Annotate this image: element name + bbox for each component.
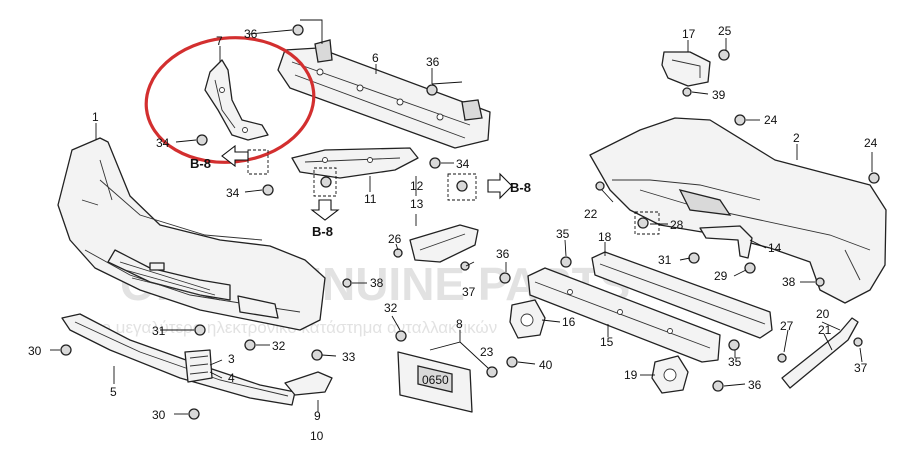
clip-box-right [447, 173, 477, 201]
bracket-part-7[interactable] [204, 59, 269, 141]
callout-14: 14 [768, 241, 782, 255]
callout-17: 17 [682, 27, 696, 41]
callout-32: 32 [272, 339, 286, 353]
callout-3: 3 [228, 352, 235, 366]
callout-15: 15 [600, 335, 614, 349]
cover-part-3-4[interactable] [184, 349, 213, 383]
svg-text:B-8: B-8 [312, 224, 333, 239]
svg-text:B-8: B-8 [510, 180, 531, 195]
callout-12: 12 [410, 179, 424, 193]
spacer-part-14[interactable] [699, 225, 753, 259]
callout-31: 31 [152, 324, 166, 338]
callout-22: 22 [584, 207, 598, 221]
leader-lines [50, 19, 873, 415]
callout-30b: 30 [152, 408, 166, 422]
highlight-circle [144, 36, 316, 164]
callout-37b: 37 [854, 361, 868, 375]
callout-27: 27 [780, 319, 794, 333]
callout-10: 10 [310, 429, 324, 443]
callout-36b: 36 [426, 55, 440, 69]
reference-arrow-down[interactable]: B-8 [310, 199, 340, 239]
callout-7: 7 [216, 34, 223, 48]
callout-9: 9 [314, 409, 321, 423]
callout-5: 5 [110, 385, 117, 399]
front-bumper-part-1[interactable] [57, 137, 326, 331]
plate-part-19[interactable] [651, 355, 689, 394]
callout-24b: 24 [864, 136, 878, 150]
callout-29: 29 [714, 269, 728, 283]
callout-39: 39 [712, 88, 726, 102]
plate-part-16[interactable] [509, 299, 546, 339]
callout-13: 13 [410, 197, 424, 211]
callout-36d: 36 [748, 378, 762, 392]
callout-18: 18 [598, 230, 612, 244]
callout-8: 8 [456, 317, 463, 331]
callout-32b: 32 [384, 301, 398, 315]
rear-bumper-part-2[interactable] [589, 117, 887, 304]
callout-11: 11 [364, 192, 377, 206]
callout-28: 28 [670, 218, 684, 232]
callout-36: 36 [244, 27, 258, 41]
callout-25: 25 [718, 24, 732, 38]
callout-numbers: 1 2 3 4 5 6 7 8 9 10 11 12 13 14 15 16 1… [28, 24, 878, 443]
fasteners [60, 24, 880, 420]
svg-text:B-8: B-8 [190, 156, 211, 171]
clip-box-left [247, 149, 269, 175]
cap-part-9-10[interactable] [284, 371, 333, 396]
reference-arrow-left[interactable]: B-8 [190, 144, 249, 171]
front-spoiler-part-5[interactable] [61, 313, 296, 406]
strip-part-21[interactable] [781, 317, 859, 389]
callout-31b: 31 [658, 253, 672, 267]
callout-34: 34 [156, 136, 170, 150]
side-spacer-part-13[interactable] [409, 224, 479, 263]
clip-box-center [313, 167, 337, 197]
callout-35: 35 [556, 227, 570, 241]
callout-24: 24 [764, 113, 778, 127]
callout-23: 23 [480, 345, 494, 359]
callout-26: 26 [388, 232, 402, 246]
callout-6: 6 [372, 51, 379, 65]
clip-box-rear [634, 211, 660, 235]
callout-21: 21 [818, 323, 832, 337]
bracket-part-17[interactable] [661, 51, 711, 87]
side-spacer-part-11[interactable] [291, 147, 419, 179]
callout-34c: 34 [456, 157, 470, 171]
callout-4: 4 [228, 371, 235, 385]
front-beam-part-6[interactable] [277, 39, 491, 149]
reference-arrow-right[interactable]: B-8 [487, 172, 531, 200]
callout-35b: 35 [728, 355, 742, 369]
callout-19: 19 [624, 368, 638, 382]
callout-20: 20 [816, 307, 830, 321]
callout-33: 33 [342, 350, 356, 364]
callout-34b: 34 [226, 186, 240, 200]
license-plate-base-part-8[interactable]: 0650 [397, 351, 473, 413]
callout-30: 30 [28, 344, 42, 358]
rear-beam-part-15[interactable] [527, 267, 721, 363]
callout-38: 38 [370, 276, 384, 290]
callout-36c: 36 [496, 247, 510, 261]
callout-40: 40 [539, 358, 553, 372]
callout-37: 37 [462, 285, 476, 299]
plate-text: 0650 [422, 373, 449, 387]
callout-16: 16 [562, 315, 576, 329]
callout-1: 1 [92, 110, 99, 124]
callout-38b: 38 [782, 275, 796, 289]
callout-2: 2 [793, 131, 800, 145]
